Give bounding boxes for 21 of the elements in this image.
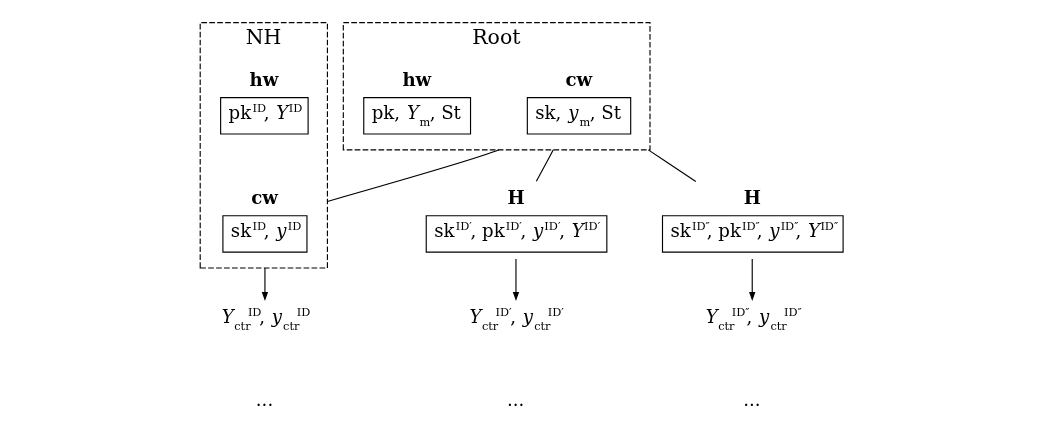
label: ... [255, 388, 273, 410]
node-label: cw [564, 68, 592, 90]
label: ... [742, 388, 760, 410]
node-box: sk$^{ID}$, y$^{ID}$ [221, 214, 308, 253]
node-box: pk, Y$_{m}$, St [362, 96, 471, 134]
arrow [512, 257, 519, 301]
arrow [748, 257, 755, 301]
node-box: pk$^{ID}$, Y$^{ID}$ [219, 96, 309, 134]
node-label: H [743, 186, 761, 208]
node-label: hw [249, 68, 278, 90]
label: ... [506, 388, 524, 410]
node-box: sk$^{ID″}$, pk$^{ID″}$, y$^{ID″}$, Y$^{ID″}$ [661, 214, 844, 253]
node-label: cw [250, 186, 278, 208]
node-box: sk, y$_{m}$, St [526, 96, 631, 134]
connector [326, 148, 499, 202]
node-label: hw [401, 68, 431, 90]
node-box: sk$^{ID′}$, pk$^{ID′}$, y$^{ID′}$, Y$^{ID′}$ [425, 214, 607, 253]
connector [535, 148, 554, 182]
node-label: H [506, 186, 525, 208]
connector [647, 148, 696, 182]
arrow [261, 266, 268, 301]
